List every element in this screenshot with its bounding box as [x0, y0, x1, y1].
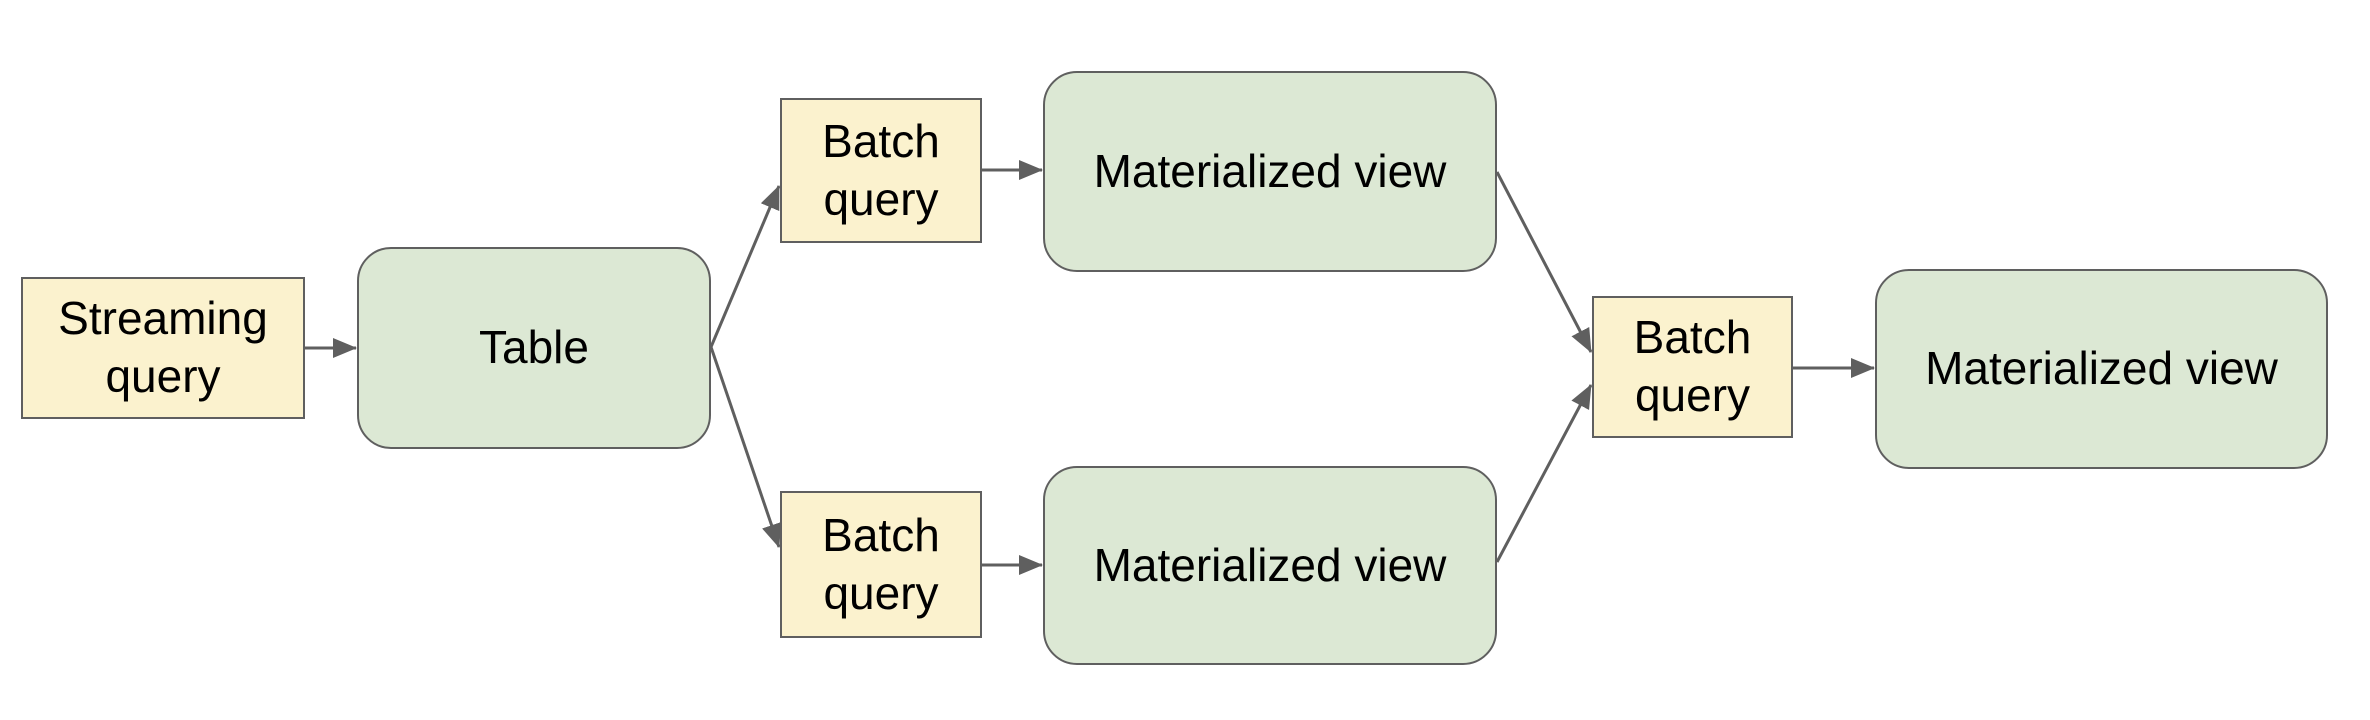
node-label-materialized-view-bottom: Materialized view: [1093, 538, 1447, 591]
node-label-streaming-query: Streaming query: [58, 292, 268, 402]
node-batch-query-right: Batch query: [1592, 296, 1793, 438]
node-table: Table: [357, 247, 711, 449]
node-label-batch-query-bottom: Batch query: [822, 508, 940, 619]
edge-materialized-view-top-to-batch-query-right: [1495, 171, 1593, 353]
node-label-table: Table: [479, 321, 589, 374]
node-label-batch-query-top: Batch query: [822, 114, 940, 225]
node-batch-query-top: Batch query: [780, 98, 982, 243]
node-label-batch-query-right: Batch query: [1633, 311, 1752, 421]
node-materialized-view-bottom: Materialized view: [1043, 466, 1497, 665]
edge-table-to-batch-query-top: [709, 185, 781, 348]
edge-table-to-batch-query-bottom: [709, 346, 782, 548]
edge-materialized-view-bottom-to-batch-query-right: [1495, 384, 1593, 563]
node-streaming-query: Streaming query: [21, 277, 305, 419]
node-label-materialized-view-top: Materialized view: [1093, 144, 1447, 197]
node-label-materialized-view-right: Materialized view: [1925, 342, 2278, 395]
node-materialized-view-right: Materialized view: [1875, 269, 2328, 469]
node-batch-query-bottom: Batch query: [780, 491, 982, 638]
node-materialized-view-top: Materialized view: [1043, 71, 1497, 272]
